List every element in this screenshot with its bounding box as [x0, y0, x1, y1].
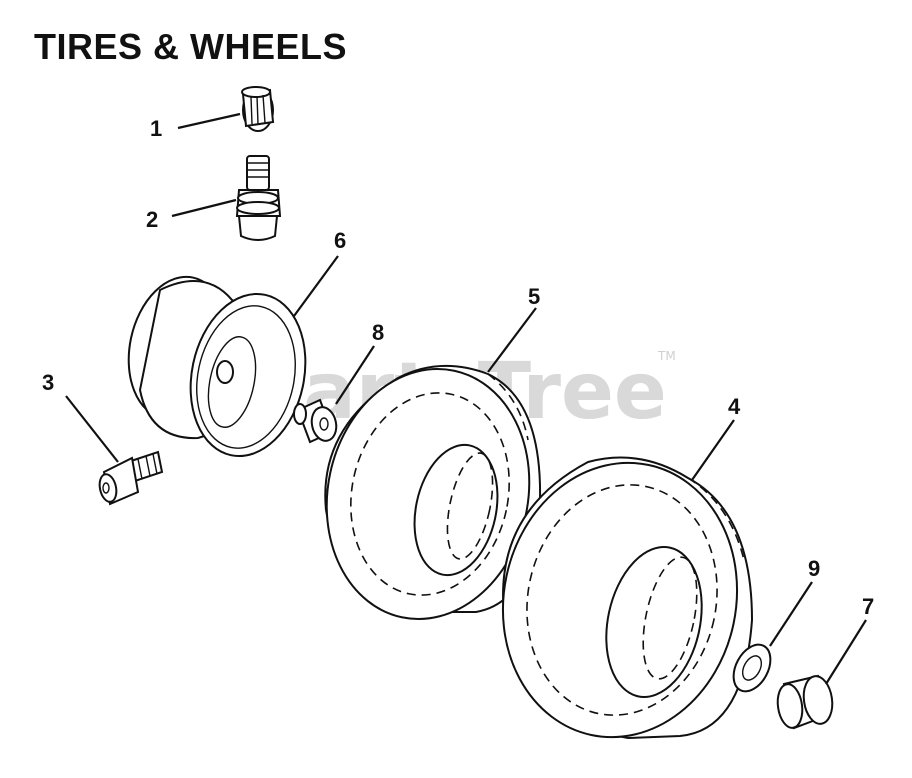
- valve-cap-icon[interactable]: [241, 86, 275, 132]
- watermark-tm: TM: [657, 349, 676, 363]
- leader-line-7: [825, 619, 867, 685]
- callout-7[interactable]: 7: [862, 594, 874, 619]
- callout-6[interactable]: 6: [334, 228, 346, 253]
- bushing-icon[interactable]: [293, 398, 339, 444]
- callout-4[interactable]: 4: [728, 394, 741, 419]
- callout-2[interactable]: 2: [146, 207, 158, 232]
- callout-3[interactable]: 3: [42, 370, 54, 395]
- leader-line-4: [691, 419, 735, 481]
- page-title: TIRES & WHEELS: [34, 26, 348, 67]
- leader-line-8: [335, 345, 375, 405]
- wheel-rim-icon[interactable]: [116, 268, 320, 467]
- callout-8[interactable]: 8: [372, 320, 384, 345]
- callout-9[interactable]: 9: [808, 556, 820, 581]
- bushing-cap-icon[interactable]: [775, 674, 835, 730]
- washer-icon[interactable]: [726, 638, 778, 697]
- grease-fitting-icon[interactable]: [97, 450, 164, 506]
- leader-line-1: [177, 112, 241, 130]
- leader-line-3: [65, 395, 119, 463]
- callout-1[interactable]: 1: [150, 116, 162, 141]
- leader-line-2: [171, 198, 237, 218]
- valve-stem-icon[interactable]: [235, 155, 282, 241]
- callout-5[interactable]: 5: [528, 284, 540, 309]
- leader-line-5: [487, 307, 537, 373]
- leader-line-9: [769, 581, 813, 647]
- leader-line-6: [293, 255, 339, 317]
- tire-icon[interactable]: [478, 441, 762, 759]
